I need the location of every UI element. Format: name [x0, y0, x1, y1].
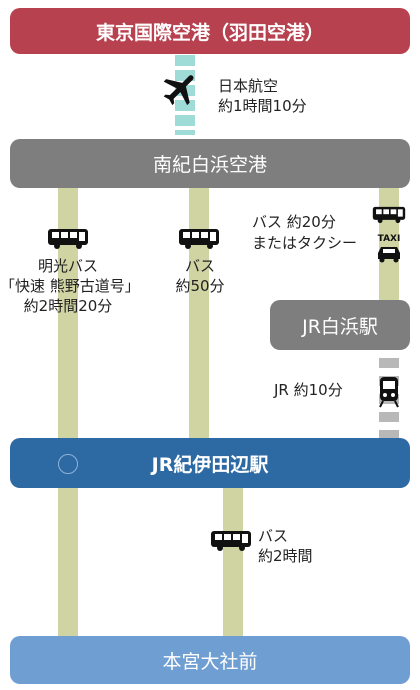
station-hongu-taisha: 本宮大社前 — [10, 636, 410, 684]
route-bus-airport — [189, 188, 209, 440]
bus-icon — [178, 228, 220, 250]
bus-icon — [47, 228, 89, 250]
meiko-bus-service: 「快速 熊野古道号」 — [0, 277, 140, 295]
flight-carrier: 日本航空 — [218, 77, 279, 95]
station-jr-kii-tanabe-label: JR紀伊田辺駅 — [151, 453, 269, 476]
bus-taxi-taxi: またはタクシー — [252, 234, 358, 252]
bus-icon — [372, 206, 406, 224]
stop-dot — [58, 454, 78, 474]
flight-duration: 約1時間10分 — [218, 97, 307, 115]
bus-taxi-bus-duration: バス 約20分 — [252, 213, 336, 231]
station-haneda-label: 東京国際空港（羽田空港） — [95, 21, 324, 44]
station-hongu-taisha-label: 本宮大社前 — [162, 650, 258, 673]
airport-bus-name: バス — [184, 257, 215, 275]
airport-bus-duration: 約50分 — [175, 277, 225, 295]
hongu-bus-name: バス — [258, 527, 289, 545]
station-jr-shirahama: JR白浜駅 — [270, 300, 410, 350]
route-meiko-bus — [58, 188, 78, 638]
bus-taxi-label: バス 約20分 またはタクシー — [252, 212, 357, 254]
station-jr-shirahama-label: JR白浜駅 — [302, 315, 378, 338]
station-haneda: 東京国際空港（羽田空港） — [10, 8, 410, 54]
flight-label: 日本航空 約1時間10分 — [218, 76, 307, 116]
meiko-bus-name: 明光バス — [37, 257, 98, 275]
station-nanki-shirahama-airport: 南紀白浜空港 — [10, 139, 410, 188]
station-nanki-shirahama-airport-label: 南紀白浜空港 — [152, 154, 267, 176]
meiko-bus-duration: 約2時間20分 — [23, 297, 113, 315]
hongu-bus-label: バス 約2時間 — [258, 526, 313, 566]
station-jr-kii-tanabe: JR紀伊田辺駅 — [10, 438, 410, 488]
meiko-bus-label: 明光バス 「快速 熊野古道号」 約2時間20分 — [0, 256, 140, 316]
taxi-icon: TAXI — [372, 234, 406, 263]
hongu-bus-duration: 約2時間 — [258, 547, 313, 565]
bus-icon — [210, 530, 252, 552]
jr-label: JR 約10分 — [274, 381, 343, 399]
airplane-icon — [160, 68, 202, 110]
taxi-sign: TAXI — [377, 234, 401, 244]
airport-bus-label: バス 約50分 — [160, 256, 240, 296]
route-bus-hongu — [223, 488, 243, 638]
train-icon — [378, 376, 400, 408]
